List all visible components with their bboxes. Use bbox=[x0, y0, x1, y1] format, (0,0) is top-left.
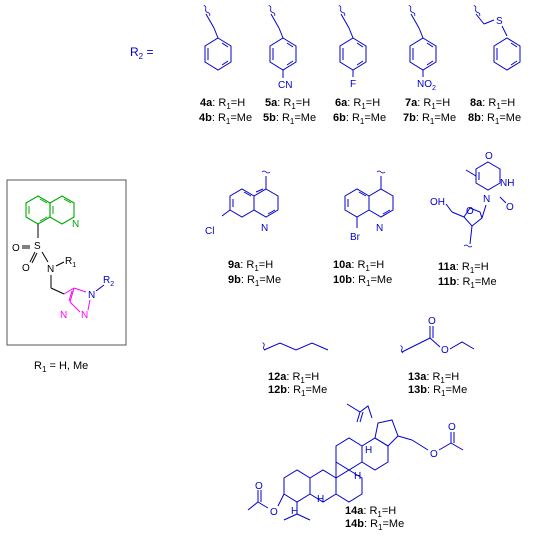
structure-6-fluorobenzyl: F bbox=[338, 5, 367, 90]
structure-4-benzyl bbox=[203, 5, 232, 71]
compound-label-10b: 10b: R1=Me bbox=[333, 274, 392, 288]
cn-atom: CN bbox=[278, 80, 292, 91]
compound-label-13b: 13b: R1=Me bbox=[408, 384, 467, 398]
h14c: H bbox=[317, 494, 324, 505]
r1-label: R1 bbox=[65, 256, 76, 269]
structure-12-butyl bbox=[262, 342, 329, 351]
triazole-n2: N bbox=[81, 310, 88, 321]
compound-label-14b: 14b: R1=Me bbox=[345, 518, 404, 532]
compound-label-11a: 11a: R1=H bbox=[438, 261, 489, 275]
compound-label-8a: 8a: R1=H bbox=[470, 97, 515, 111]
compound-label-4a: 4a: R1=H bbox=[200, 97, 245, 111]
compound-labels: 4a: R1=H4b: R1=Me 5a: R1=H5b: R1=Me 6a: R1… bbox=[199, 97, 521, 532]
h14d: H bbox=[291, 506, 298, 517]
o11-ring: O bbox=[466, 206, 474, 217]
sulfonamide-n: N bbox=[47, 264, 54, 275]
compound-label-5a: 5a: R1=H bbox=[265, 97, 310, 111]
o14-left: O bbox=[270, 507, 278, 518]
compound-label-9b: 9b: R1=Me bbox=[228, 274, 281, 288]
no2-atom: NO2 bbox=[417, 79, 436, 92]
compound-label-11b: 11b: R1=Me bbox=[438, 276, 497, 290]
r2-header: R2 = bbox=[130, 45, 153, 61]
o14-right-dbl: O bbox=[448, 422, 456, 433]
compound-label-4b: 4b: R1=Me bbox=[199, 112, 252, 126]
structure-9-chloroquinoline: Cl N bbox=[205, 170, 279, 237]
o14-left-dbl: O bbox=[255, 481, 263, 492]
s-atom: S bbox=[496, 16, 503, 27]
o14-right: O bbox=[430, 449, 438, 460]
br-atom: Br bbox=[350, 232, 361, 243]
nh11: NH bbox=[500, 178, 514, 189]
core-scaffold: N S O O N R1 N N N R2 bbox=[6, 179, 127, 346]
quinoline-10-n: N bbox=[376, 223, 383, 234]
compound-label-7b: 7b: R1=Me bbox=[403, 112, 456, 126]
oh11: OH bbox=[430, 197, 445, 208]
compound-label-6b: 6b: R1=Me bbox=[333, 112, 386, 126]
compound-label-9a: 9a: R1=H bbox=[228, 259, 273, 273]
f-atom: F bbox=[350, 79, 356, 90]
triazole-n3: N bbox=[60, 310, 67, 321]
quinoline-9-n: N bbox=[261, 223, 268, 234]
structure-13-ester: O O bbox=[400, 316, 475, 356]
quinoline-n: N bbox=[72, 219, 79, 230]
n11: N bbox=[483, 194, 490, 205]
structure-7-nitrobenzyl: NO2 bbox=[408, 5, 437, 92]
core-caption: R1 = H, Me bbox=[34, 360, 88, 374]
h14a: H bbox=[365, 445, 372, 456]
compound-label-10a: 10a: R1=H bbox=[333, 259, 384, 273]
compound-label-12b: 12b: R1=Me bbox=[268, 384, 327, 398]
o13-dbl: O bbox=[428, 316, 436, 327]
structure-8-phenylthiomethyl: S bbox=[473, 5, 521, 71]
structure-11-thymidine: O NH O N O OH bbox=[430, 151, 514, 248]
compound-label-8b: 8b: R1=Me bbox=[468, 112, 521, 126]
compound-label-6a: 6a: R1=H bbox=[335, 97, 380, 111]
h14b: H bbox=[354, 471, 361, 482]
cl-atom: Cl bbox=[205, 226, 214, 237]
compound-label-14a: 14a: R1=H bbox=[345, 505, 396, 519]
triazole-n1: N bbox=[88, 290, 95, 301]
compound-label-13a: 13a: R1=H bbox=[408, 371, 459, 385]
r2-label: R2 bbox=[103, 275, 114, 288]
compound-label-12a: 12a: R1=H bbox=[268, 371, 319, 385]
core-frame bbox=[6, 179, 127, 346]
compound-label-7a: 7a: R1=H bbox=[405, 97, 450, 111]
structure-10-bromoquinoline: Br N bbox=[344, 170, 394, 243]
compound-label-5b: 5b: R1=Me bbox=[263, 112, 316, 126]
oxygen-2: O bbox=[22, 263, 30, 274]
o11-top: O bbox=[485, 151, 493, 162]
oxygen-1: O bbox=[12, 243, 20, 254]
structure-14-betulin: O O O O H H H H bbox=[247, 403, 464, 521]
structure-5-cyanobenzyl: CN bbox=[268, 5, 297, 91]
sulfur-atom: S bbox=[34, 241, 41, 252]
o13-est: O bbox=[441, 345, 449, 356]
o11-right: O bbox=[506, 202, 514, 213]
